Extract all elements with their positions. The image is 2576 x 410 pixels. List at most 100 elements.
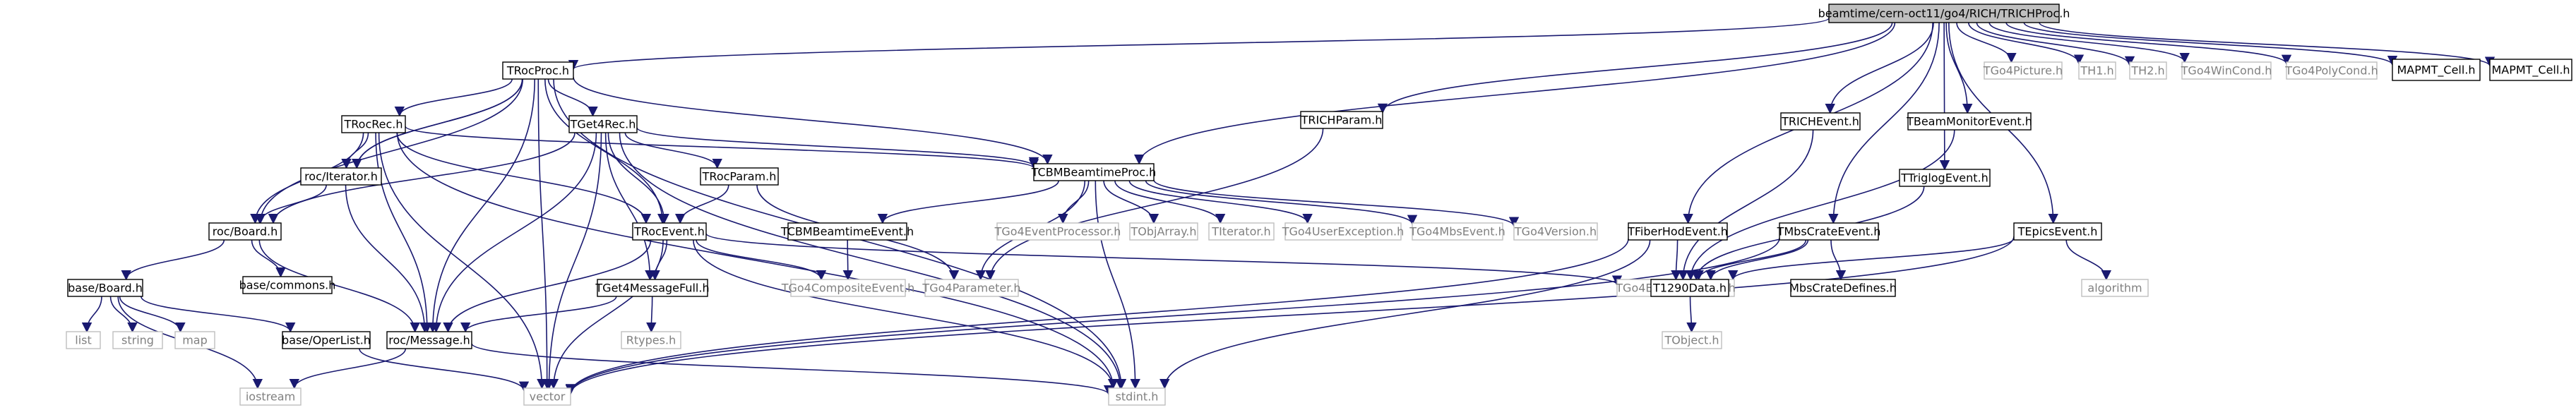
node-trocproc[interactable]: TRocProc.h [502,61,574,80]
node-label: MbsCrateDefines.h [1789,282,1897,295]
node-tepics[interactable]: TEpicsEvent.h [2013,222,2102,241]
node-label: map [182,334,208,347]
node-label: algorithm [2087,282,2142,295]
node-box [1650,279,1729,297]
edge-troc-event-to-tget4msgfull [650,239,668,281]
edge-root-to-tgo4wincond [1988,22,2190,64]
node-tgo4evproc: TGo4EventProcessor.h [994,222,1121,241]
node-label: base/commons.h [239,279,336,292]
node-tgo4parameter: TGo4Parameter.h [922,279,1021,297]
edge-tbeammon-to-tgo4evelement [1686,129,1955,281]
node-box [2181,61,2272,80]
node-vector: vector [523,387,571,406]
edge-tget4msgfull-to-rtypes [646,296,657,333]
node-box [2081,279,2149,297]
node-box [242,276,333,294]
node-box [112,331,163,349]
edge-troc-event-to-tgo4composite [696,239,827,281]
node-mapmt2[interactable]: MAPMT_Cell.h [2489,59,2572,81]
node-mbscratedef[interactable]: MbsCrateDefines.h [1789,279,1897,297]
node-rociter[interactable]: roc/Iterator.h [300,167,382,186]
node-trichevent[interactable]: TRICHEvent.h [1780,112,1861,131]
edge-rocboard-to-baseboard [121,239,225,281]
node-label: base/Board.h [68,282,143,295]
edge-root-to-mapmt2 [2039,22,2495,67]
node-trocparam[interactable]: TRocParam.h [700,167,779,186]
node-box [632,222,707,241]
node-label: TRICHEvent.h [1781,115,1859,128]
node-box [700,167,779,186]
node-label: TGo4Parameter.h [922,282,1020,295]
edge-tfiberhod-to-stdint [1159,239,1651,390]
edge-trocproc-to-troc-event [544,78,668,224]
node-box [1790,279,1896,297]
node-box [502,61,574,80]
node-rocboard[interactable]: roc/Board.h [208,222,282,241]
edge-tmbscrate-to-t1290 [1705,239,1809,281]
node-tgo4polycond: TGo4PolyCond.h [2284,61,2378,80]
node-box [1984,61,2063,80]
node-box [1828,4,2060,23]
node-box [790,279,906,297]
node-rocmessage[interactable]: roc/Message.h [386,331,472,349]
edge-tepics-to-algorithm [2065,239,2111,281]
node-box [282,331,371,349]
node-tcbmproc[interactable]: TCBMBeamtimeProc.h [1031,163,1157,181]
node-label: vector [530,390,566,404]
node-tbeammon[interactable]: TBeamMonitorEvent.h [1906,112,2032,131]
edge-tcbmproc-to-tgo4evproc [1058,180,1090,224]
node-box [1129,222,1198,241]
node-tget4msgfull[interactable]: TGet4MessageFull.h [595,279,710,297]
node-troc-rec[interactable]: TRocRec.h [341,115,406,133]
node-box [597,279,708,297]
node-box [1513,222,1598,241]
node-label: T1290Data.h [1652,282,1727,295]
node-tfiberhod[interactable]: TFiberHodEvent.h [1627,222,1728,241]
edge-tcbmproc-to-titerator [1114,180,1226,224]
node-tcbmevent[interactable]: TCBMBeamtimeEvent.h [780,222,914,241]
node-label: Rtypes.h [626,334,676,347]
edge-tfiberhod-to-tgo4evelement [1671,239,1681,281]
node-troc-event[interactable]: TRocEvent.h [632,222,707,241]
node-trichparam[interactable]: TRICHParam.h [1300,111,1383,129]
node-box [787,222,907,241]
node-basecommons[interactable]: base/commons.h [239,276,336,294]
edge-rociter-to-rocmessage [345,184,430,333]
edge-root-to-mapmt1 [2023,22,2397,66]
node-iostream: iostream [239,387,302,406]
node-baseoperlist[interactable]: base/OperList.h [282,331,371,349]
edge-troc-rec-to-stdint [396,132,1119,390]
node-box [2078,61,2116,80]
node-t1290[interactable]: T1290Data.h [1650,279,1729,297]
edge-root-to-th2 [1976,22,2135,67]
edge-baseoperlist-to-vector [359,348,530,392]
node-map: map [174,331,215,349]
node-box [208,222,282,241]
node-tmbscrate[interactable]: TMbsCrateEvent.h [1777,222,1881,241]
node-mapmt1[interactable]: MAPMT_Cell.h [2392,59,2481,81]
node-tget4rec[interactable]: TGet4Rec.h [568,115,638,133]
edge-tcbmproc-to-tobjarray [1103,180,1159,224]
edge-baseboard-to-list [81,296,102,333]
node-th1: TH1.h [2078,61,2116,80]
edge-rociter-to-rocboard [254,184,327,224]
edge-tcbmproc-to-stdint [1095,180,1140,390]
node-label: TBeamMonitorEvent.h [1906,115,2032,128]
node-label: TEpicsEvent.h [2017,225,2098,239]
node-box [568,115,638,133]
edge-trocparam-to-troc-event [675,184,729,224]
edge-tcbmproc-to-tgo4mbsevent [1145,180,1418,226]
node-string: string [112,331,163,349]
edge-t1290-to-tobject [1686,296,1697,333]
node-label: TGo4UserException.h [1282,225,1405,239]
node-box [341,115,406,133]
node-root[interactable]: beamtime/cern-oct11/go4/RICH/TRICHProc.h [1818,4,2070,23]
node-algorithm: algorithm [2081,279,2149,297]
node-ttriglog[interactable]: TTriglogEvent.h [1899,169,1991,187]
node-box [1208,222,1275,241]
node-box [174,331,215,349]
node-baseboard[interactable]: base/Board.h [67,279,143,297]
node-label: TRocRec.h [343,118,402,131]
node-box [1907,112,2032,131]
